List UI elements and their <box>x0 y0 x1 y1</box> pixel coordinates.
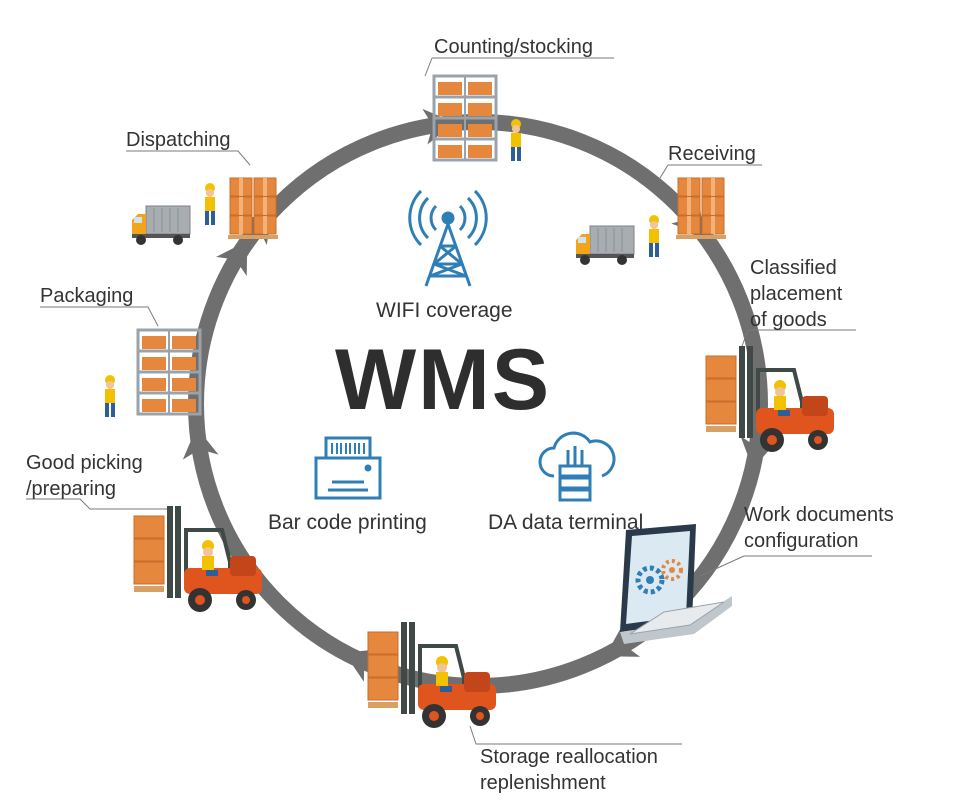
stage-label-work-docs: Work documents configuration <box>744 504 894 552</box>
picking-forklift-icon <box>132 504 264 614</box>
center-label-wifi: WIFI coverage <box>376 299 513 322</box>
receiving-truck-icon <box>575 177 726 266</box>
center-label-terminal: DA data terminal <box>488 511 644 534</box>
wifi-tower-icon <box>408 189 488 287</box>
dispatching-truck-icon <box>131 177 278 246</box>
classified-forklift-icon <box>704 344 836 454</box>
ring-arrow <box>216 240 248 276</box>
leader-picking <box>26 498 172 510</box>
cloud-server-icon <box>538 431 616 502</box>
stage-label-classified: Classified placement of goods <box>750 257 843 331</box>
leader-dispatching <box>126 150 251 166</box>
ring-arrow <box>182 427 219 460</box>
ring-arrow <box>605 625 641 657</box>
center-label-barcode: Bar code printing <box>268 511 427 534</box>
leader-lines <box>26 57 872 745</box>
ring-arrow <box>344 649 380 682</box>
stage-label-packaging: Packaging <box>40 285 134 307</box>
ring-arrow <box>740 436 776 469</box>
barcode-printer-icon <box>314 436 382 500</box>
stage-label-dispatching: Dispatching <box>126 129 231 151</box>
stage-label-storage: Storage reallocation replenishment <box>480 746 658 794</box>
stage-label-receiving: Receiving <box>668 143 756 165</box>
packaging-rack-icon <box>105 328 202 417</box>
leader-packaging <box>40 306 159 327</box>
leader-counting-diag <box>424 57 433 77</box>
diagram-title: WMS <box>335 332 552 428</box>
stage-label-counting: Counting/stocking <box>434 36 593 58</box>
laptop-gears-icon <box>620 524 732 644</box>
leader-storage <box>469 725 682 745</box>
stage-label-picking: Good picking /preparing <box>26 452 143 500</box>
